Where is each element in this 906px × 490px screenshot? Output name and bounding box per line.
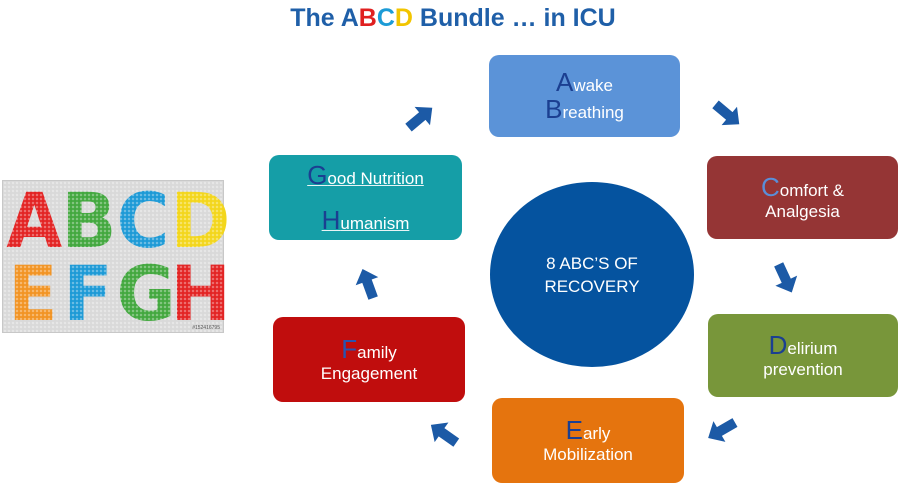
delirium-line: Delirium: [769, 332, 838, 359]
title-letter-b: B: [358, 4, 377, 32]
humanism-rest: umanism: [340, 213, 410, 233]
arrow-d-to-e: [702, 412, 741, 449]
box-nutrition-humanism: Good Nutrition Humanism: [269, 155, 462, 240]
breathing-cap: B: [545, 94, 563, 124]
mobilization-line: Mobilization: [543, 444, 633, 464]
box-early-mobilization: Early Mobilization: [492, 398, 684, 483]
awake-rest: wake: [573, 76, 614, 95]
family-line: Family: [341, 336, 397, 363]
nutrition-rest: ood Nutrition: [327, 168, 424, 188]
box-family-engagement: Family Engagement: [273, 317, 465, 402]
title-suffix: Bundle … in ICU: [412, 4, 616, 32]
lego-letter-e: E: [6, 256, 57, 332]
arrow-gh-to-ab: [400, 98, 440, 137]
awake-cap: A: [555, 67, 574, 97]
awake-line: Awake: [556, 69, 613, 96]
prevention-line: prevention: [763, 359, 843, 379]
delirium-rest: elirium: [787, 338, 838, 358]
arrow-f-to-gh: [351, 264, 385, 303]
lego-letter-d: D: [170, 183, 230, 259]
family-rest: amily: [357, 342, 397, 362]
breathing-rest: reathing: [562, 103, 624, 122]
title-prefix: The: [290, 4, 341, 32]
family-cap: F: [341, 333, 358, 364]
lego-letter-b: B: [61, 183, 116, 259]
box-awake-breathing: Awake Breathing: [489, 55, 680, 137]
lego-letter-h: H: [170, 256, 230, 332]
title-letter-d: D: [394, 4, 413, 32]
title-letter-c: C: [376, 4, 395, 32]
title-letter-a: A: [340, 4, 359, 32]
arrow-c-to-d: [767, 259, 803, 298]
comfort-cap: C: [760, 171, 780, 202]
analgesia-line: Analgesia: [765, 201, 840, 221]
lego-letter-a: A: [6, 183, 62, 259]
center-line-2: RECOVERY: [544, 276, 640, 296]
early-rest: arly: [582, 423, 611, 443]
box-delirium-prevention: Delirium prevention: [708, 314, 898, 397]
center-line-1: 8 ABC’S OF: [546, 253, 638, 273]
comfort-rest: omfort &: [779, 180, 845, 200]
image-stock-id: #152416795: [192, 325, 220, 331]
lego-letter-g: G: [116, 256, 175, 332]
humanism-line: Humanism: [322, 207, 410, 234]
lego-letter-c: C: [116, 183, 169, 259]
early-cap: E: [565, 414, 583, 445]
humanism-cap: H: [321, 204, 341, 235]
delirium-cap: D: [768, 329, 788, 360]
comfort-line: Comfort &: [761, 174, 844, 201]
center-circle: 8 ABC’S OF RECOVERY: [490, 182, 694, 367]
page-title: The ABCD Bundle … in ICU: [0, 4, 906, 33]
breathing-line: Breathing: [545, 96, 624, 123]
arrow-ab-to-c: [707, 95, 747, 134]
lego-letter-f: F: [61, 256, 112, 332]
engagement-line: Engagement: [320, 363, 418, 383]
early-line: Early: [566, 417, 611, 444]
nutrition-cap: G: [307, 159, 328, 190]
lego-letters-image: A B C D E F G H #152416795: [2, 180, 231, 333]
arrow-e-to-f: [424, 414, 464, 453]
nutrition-line: Good Nutrition: [307, 162, 424, 189]
box-comfort-analgesia: Comfort & Analgesia: [707, 156, 898, 239]
lego-stud-texture: [3, 181, 223, 332]
